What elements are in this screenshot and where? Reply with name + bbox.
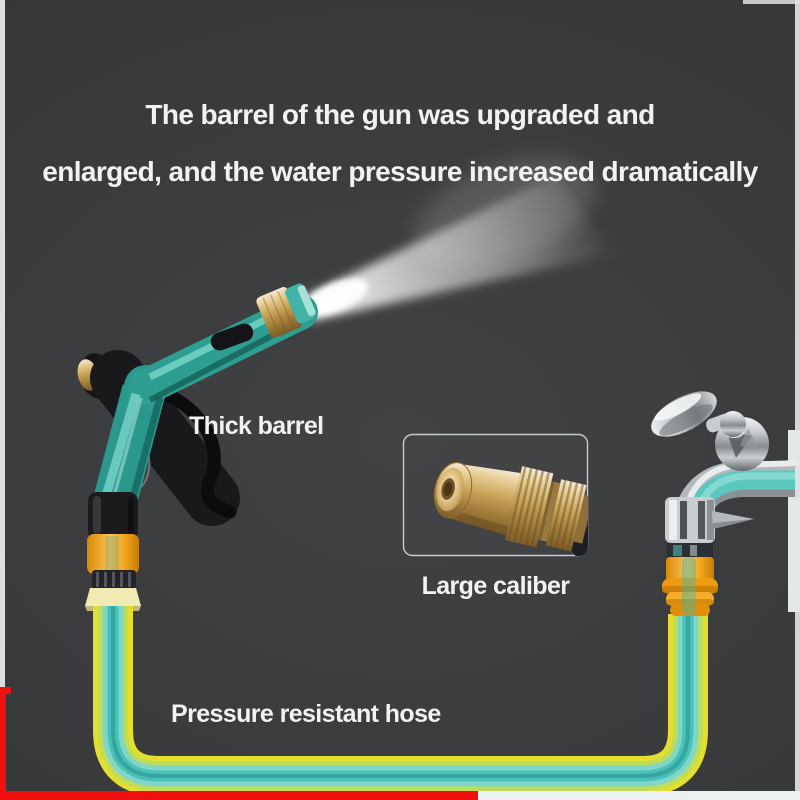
large-caliber-label: Large caliber (421, 572, 570, 600)
barrel-top-clip (210, 323, 254, 351)
pressure-hose-label: Pressure resistant hose (171, 700, 441, 728)
faucet-handle (651, 391, 746, 437)
light-bottom-bar (478, 791, 800, 800)
headline-line1: The barrel of the gun was upgraded and (145, 99, 655, 130)
headline-line2: enlarged, and the water pressure increas… (42, 156, 758, 187)
faucet-illustration (651, 391, 800, 616)
red-bottom-bar (0, 791, 478, 800)
orange-quick-connector (87, 534, 139, 574)
gun-hose-connector (85, 492, 141, 611)
right-edge-light-strip (795, 0, 800, 791)
gun-nozzle (256, 283, 316, 338)
spray-gun-illustration (77, 283, 318, 611)
thick-barrel-label: Thick barrel (189, 412, 324, 440)
gun-trigger (161, 388, 237, 519)
faucet-orange-connector (662, 557, 718, 616)
nozzle-inset-box (402, 433, 589, 557)
left-edge-light-strip (0, 0, 5, 688)
faucet-collar (665, 497, 754, 543)
brass-nozzle-illustration (433, 462, 588, 556)
hose-illustration (93, 606, 708, 796)
inset-border (402, 433, 589, 557)
headline: The barrel of the gun was upgraded and e… (0, 86, 800, 200)
water-spray (304, 156, 614, 321)
